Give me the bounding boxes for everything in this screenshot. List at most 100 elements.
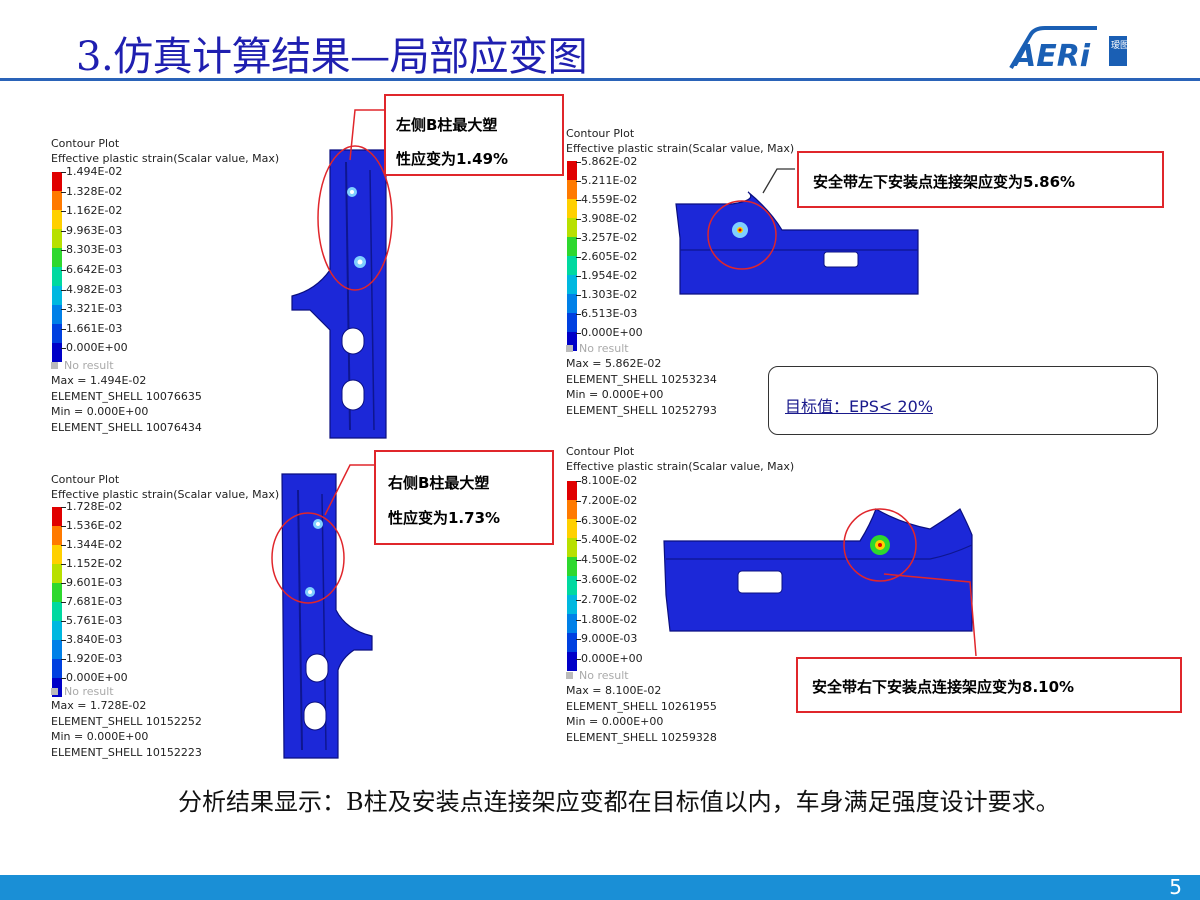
footer-bar: 5 xyxy=(0,875,1200,900)
colorbar-segment xyxy=(52,507,62,526)
colorbar-tick-label: 9.601E-03 xyxy=(60,576,123,589)
plot-header-line2: Effective plastic strain(Scalar value, M… xyxy=(51,488,280,501)
left-b-pillar-model xyxy=(291,145,393,439)
colorbar-tick-label: 1.344E-02 xyxy=(60,538,123,551)
colorbar-segment xyxy=(567,576,577,595)
callout-left-b-pillar: 左侧B柱最大塑 性应变为1.49% xyxy=(384,94,564,176)
no-result-label: No result xyxy=(51,685,114,698)
colorbar-tick-label: 7.200E-02 xyxy=(575,493,638,507)
colorbar-segment xyxy=(52,267,62,286)
colorbar-segment xyxy=(52,621,62,640)
colorbar-tick-label: 1.328E-02 xyxy=(60,184,123,198)
colorbar-tick-label: 0.000E+00 xyxy=(576,652,643,666)
colorbar-segment xyxy=(567,256,577,275)
colorbar-segment xyxy=(52,286,62,305)
slide-title: 3.仿真计算结果—局部应变图 xyxy=(76,34,588,80)
plot-header-line2: Effective plastic strain(Scalar value, M… xyxy=(566,460,795,473)
colorbar-segment xyxy=(52,526,62,545)
colorbar-tick-label: 6.513E-03 xyxy=(575,307,638,320)
colorbar-tick-label: 1.661E-03 xyxy=(60,321,123,335)
colorbar-segment xyxy=(567,519,577,538)
colorbar-tick-label: 1.800E-02 xyxy=(575,612,638,626)
colorbar-segment xyxy=(567,481,577,500)
callout-leader-belt-left xyxy=(762,168,795,194)
colorbar-segment xyxy=(52,678,62,697)
logo-side-text: 瑷图 xyxy=(1111,39,1129,51)
callout-leader-right xyxy=(324,464,375,516)
colorbar-segment xyxy=(567,557,577,576)
target-value-text: 目标值：EPS< 20% xyxy=(785,397,933,416)
plot-header-line1: Contour Plot xyxy=(51,473,120,486)
logo-wordmark: AERi xyxy=(1011,39,1091,72)
colorbar-segment xyxy=(52,659,62,678)
colorbar-segment xyxy=(567,614,577,633)
colorbar-segment xyxy=(567,595,577,614)
colorbar-tick-label: 8.303E-03 xyxy=(60,243,123,257)
colorbar-segment xyxy=(567,652,577,671)
colorbar-segment xyxy=(52,324,62,343)
right-b-pillar-model xyxy=(271,473,373,759)
colorbar-tick-label: 2.605E-02 xyxy=(575,250,638,263)
page-number: 5 xyxy=(1169,875,1182,899)
colorbar-tick-label: 5.862E-02 xyxy=(575,155,638,168)
plot-header-line1: Contour Plot xyxy=(51,137,120,150)
colorbar-segment xyxy=(567,218,577,237)
colorbar-tick-label: 5.400E-02 xyxy=(575,533,638,547)
colorbar-tick-label: 4.982E-03 xyxy=(60,282,123,296)
callout-leader-left xyxy=(349,109,385,161)
no-result-label: No result xyxy=(51,359,114,372)
colorbar-tick-label: 5.211E-02 xyxy=(575,174,638,187)
colorbar-segment xyxy=(567,294,577,313)
colorbar-segment xyxy=(567,161,577,180)
colorbar-segment xyxy=(52,564,62,583)
colorbar xyxy=(567,481,577,671)
colorbar-segment xyxy=(567,332,577,351)
callout-belt-right: 安全带右下安装点连接架应变为8.10% xyxy=(796,657,1182,713)
colorbar-segment xyxy=(52,602,62,621)
colorbar-segment xyxy=(567,237,577,256)
colorbar-tick-label: 0.000E+00 xyxy=(61,671,128,684)
colorbar-tick-label: 1.536E-02 xyxy=(60,519,123,532)
colorbar-tick-label: 3.908E-02 xyxy=(575,212,638,225)
plot-header-line1: Contour Plot xyxy=(566,445,635,458)
colorbar-segment xyxy=(567,199,577,218)
colorbar-tick-label: 1.152E-02 xyxy=(60,557,123,570)
colorbar-tick-label: 7.681E-03 xyxy=(60,595,123,608)
callout-right-b-pillar: 右侧B柱最大塑 性应变为1.73% xyxy=(374,450,554,545)
title-divider xyxy=(0,78,1200,81)
target-value-box: 目标值：EPS< 20% xyxy=(768,366,1158,435)
colorbar-tick-label: 9.000E-03 xyxy=(575,632,638,646)
plot-header-line2: Effective plastic strain(Scalar value, M… xyxy=(51,152,280,165)
colorbar-tick-label: 1.162E-02 xyxy=(60,204,123,218)
belt-right-bracket-model xyxy=(663,508,973,632)
colorbar-tick-label: 5.761E-03 xyxy=(60,614,123,627)
colorbar-tick-label: 6.642E-03 xyxy=(60,263,123,276)
colorbar-tick-label: 1.954E-02 xyxy=(575,269,638,282)
aeri-logo: AERi 瑷图 xyxy=(1009,26,1129,72)
colorbar-tick-label: 8.100E-02 xyxy=(575,474,638,487)
colorbar-segment xyxy=(52,583,62,602)
belt-left-bracket-model xyxy=(675,191,919,295)
colorbar-segment xyxy=(567,180,577,199)
colorbar-tick-label: 4.500E-02 xyxy=(575,553,638,567)
colorbar-tick-label: 6.300E-02 xyxy=(575,513,638,527)
colorbar-tick-label: 1.920E-03 xyxy=(60,652,123,665)
colorbar-tick-label: 1.728E-02 xyxy=(60,500,123,513)
colorbar-segment xyxy=(52,343,62,362)
colorbar-tick-label: 3.321E-03 xyxy=(60,302,123,316)
no-result-label: No result xyxy=(566,669,629,682)
colorbar-tick-label: 4.559E-02 xyxy=(575,193,638,206)
colorbar-tick-label: 3.600E-02 xyxy=(575,573,638,586)
colorbar-tick-label: 3.840E-03 xyxy=(60,633,123,646)
colorbar-segment xyxy=(52,305,62,324)
colorbar-segment xyxy=(52,248,62,267)
colorbar-segment xyxy=(567,500,577,519)
colorbar-segment xyxy=(52,545,62,564)
colorbar-segment xyxy=(567,275,577,294)
no-result-label: No result xyxy=(566,342,629,355)
colorbar-segment xyxy=(52,229,62,248)
plot-header-line1: Contour Plot xyxy=(566,127,635,140)
